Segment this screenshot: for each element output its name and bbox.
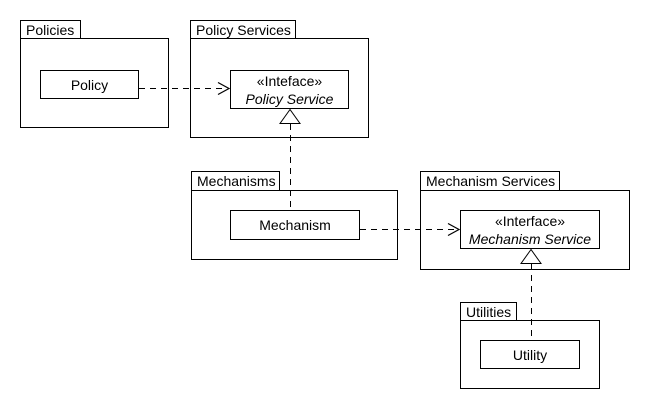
package-tab-policies: Policies [20,20,81,38]
interface-name-policy-service: Policy Service [245,90,334,107]
class-utility: Utility [480,340,580,369]
interface-policy-service: «Inteface» Policy Service [230,70,349,109]
interface-stereotype-mechanism-service: «Interface» [494,212,566,229]
interface-stereotype-policy-service: «Inteface» [256,72,323,89]
package-label-policies: Policies [26,21,75,38]
class-label-utility: Utility [512,346,548,363]
class-mechanism: Mechanism [230,210,360,240]
package-tab-mechanism-services: Mechanism Services [420,171,560,190]
package-label-policy-services: Policy Services [196,21,291,38]
package-tab-utilities: Utilities [460,302,517,320]
interface-mechanism-service: «Interface» Mechanism Service [460,210,600,249]
class-policy: Policy [40,70,139,99]
class-label-policy: Policy [70,76,109,93]
package-tab-mechanisms: Mechanisms [191,171,280,190]
class-label-mechanism: Mechanism [259,217,331,233]
package-label-mechanisms: Mechanisms [197,173,276,189]
package-label-utilities: Utilities [466,303,512,320]
package-label-mechanism-services: Mechanism Services [426,173,556,189]
package-tab-policy-services: Policy Services [190,20,296,38]
interface-name-mechanism-service: Mechanism Service [468,230,592,247]
